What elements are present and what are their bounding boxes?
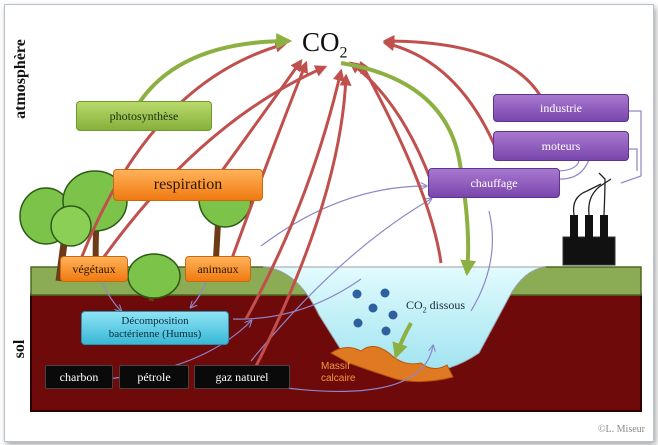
co2-title: CO2 [302, 27, 348, 62]
massif-calcaire-label: Massif calcaire [321, 361, 355, 385]
petrole-box: pétrole [119, 365, 189, 389]
respiration-label: respiration [153, 176, 223, 193]
animaux-label: animaux [197, 261, 239, 276]
decomposition-box: Décomposition bactérienne (Humus) [81, 311, 229, 345]
diagram-frame: CO2 atmosphère sol photosynthèse respira… [4, 4, 654, 442]
atmosphere-label: atmosphère [12, 39, 29, 119]
industrie-box: industrie [493, 94, 629, 122]
vegetaux-label: végétaux [72, 261, 116, 276]
massif-calcaire [330, 346, 454, 383]
animaux-box: animaux [185, 256, 251, 282]
co2-title-main: CO [302, 27, 340, 57]
co2-title-sub: 2 [339, 44, 348, 62]
photosynthese-label: photosynthèse [109, 108, 179, 123]
co2-dissous-main: CO [406, 298, 423, 312]
decomposition-flow-arrows [100, 280, 207, 311]
gaz-naturel-box: gaz naturel [194, 365, 290, 389]
industrie-label: industrie [540, 100, 582, 115]
charbon-box: charbon [45, 365, 113, 389]
moteurs-label: moteurs [541, 138, 581, 153]
massif-line1: Massif [321, 361, 350, 372]
decomposition-line2: bactérienne (Humus) [108, 328, 202, 340]
chauffage-box: chauffage [428, 168, 560, 198]
massif-line2: calcaire [321, 373, 356, 384]
chauffage-label: chauffage [470, 175, 518, 190]
green-arrows [137, 33, 477, 360]
co2-dissous-label: CO2 dissous [406, 298, 465, 314]
petrole-label: pétrole [137, 369, 171, 384]
factory-icon [562, 172, 616, 266]
charbon-label: charbon [59, 369, 99, 384]
credit-text: ©L. Miseur [597, 424, 645, 435]
vegetaux-box: végétaux [60, 256, 128, 282]
co2-bubbles [352, 288, 398, 336]
photosynthese-box: photosynthèse [76, 101, 212, 131]
co2-dissous-rest: dissous [426, 298, 466, 312]
moteurs-box: moteurs [493, 131, 629, 161]
co2-dissous-sub: 2 [422, 305, 427, 315]
respiration-box: respiration [113, 169, 263, 201]
sol-label: sol [11, 339, 28, 359]
decomposition-line1: Décomposition [121, 315, 189, 327]
gaz-naturel-label: gaz naturel [215, 369, 269, 384]
thin-flow-arrows [60, 110, 642, 392]
